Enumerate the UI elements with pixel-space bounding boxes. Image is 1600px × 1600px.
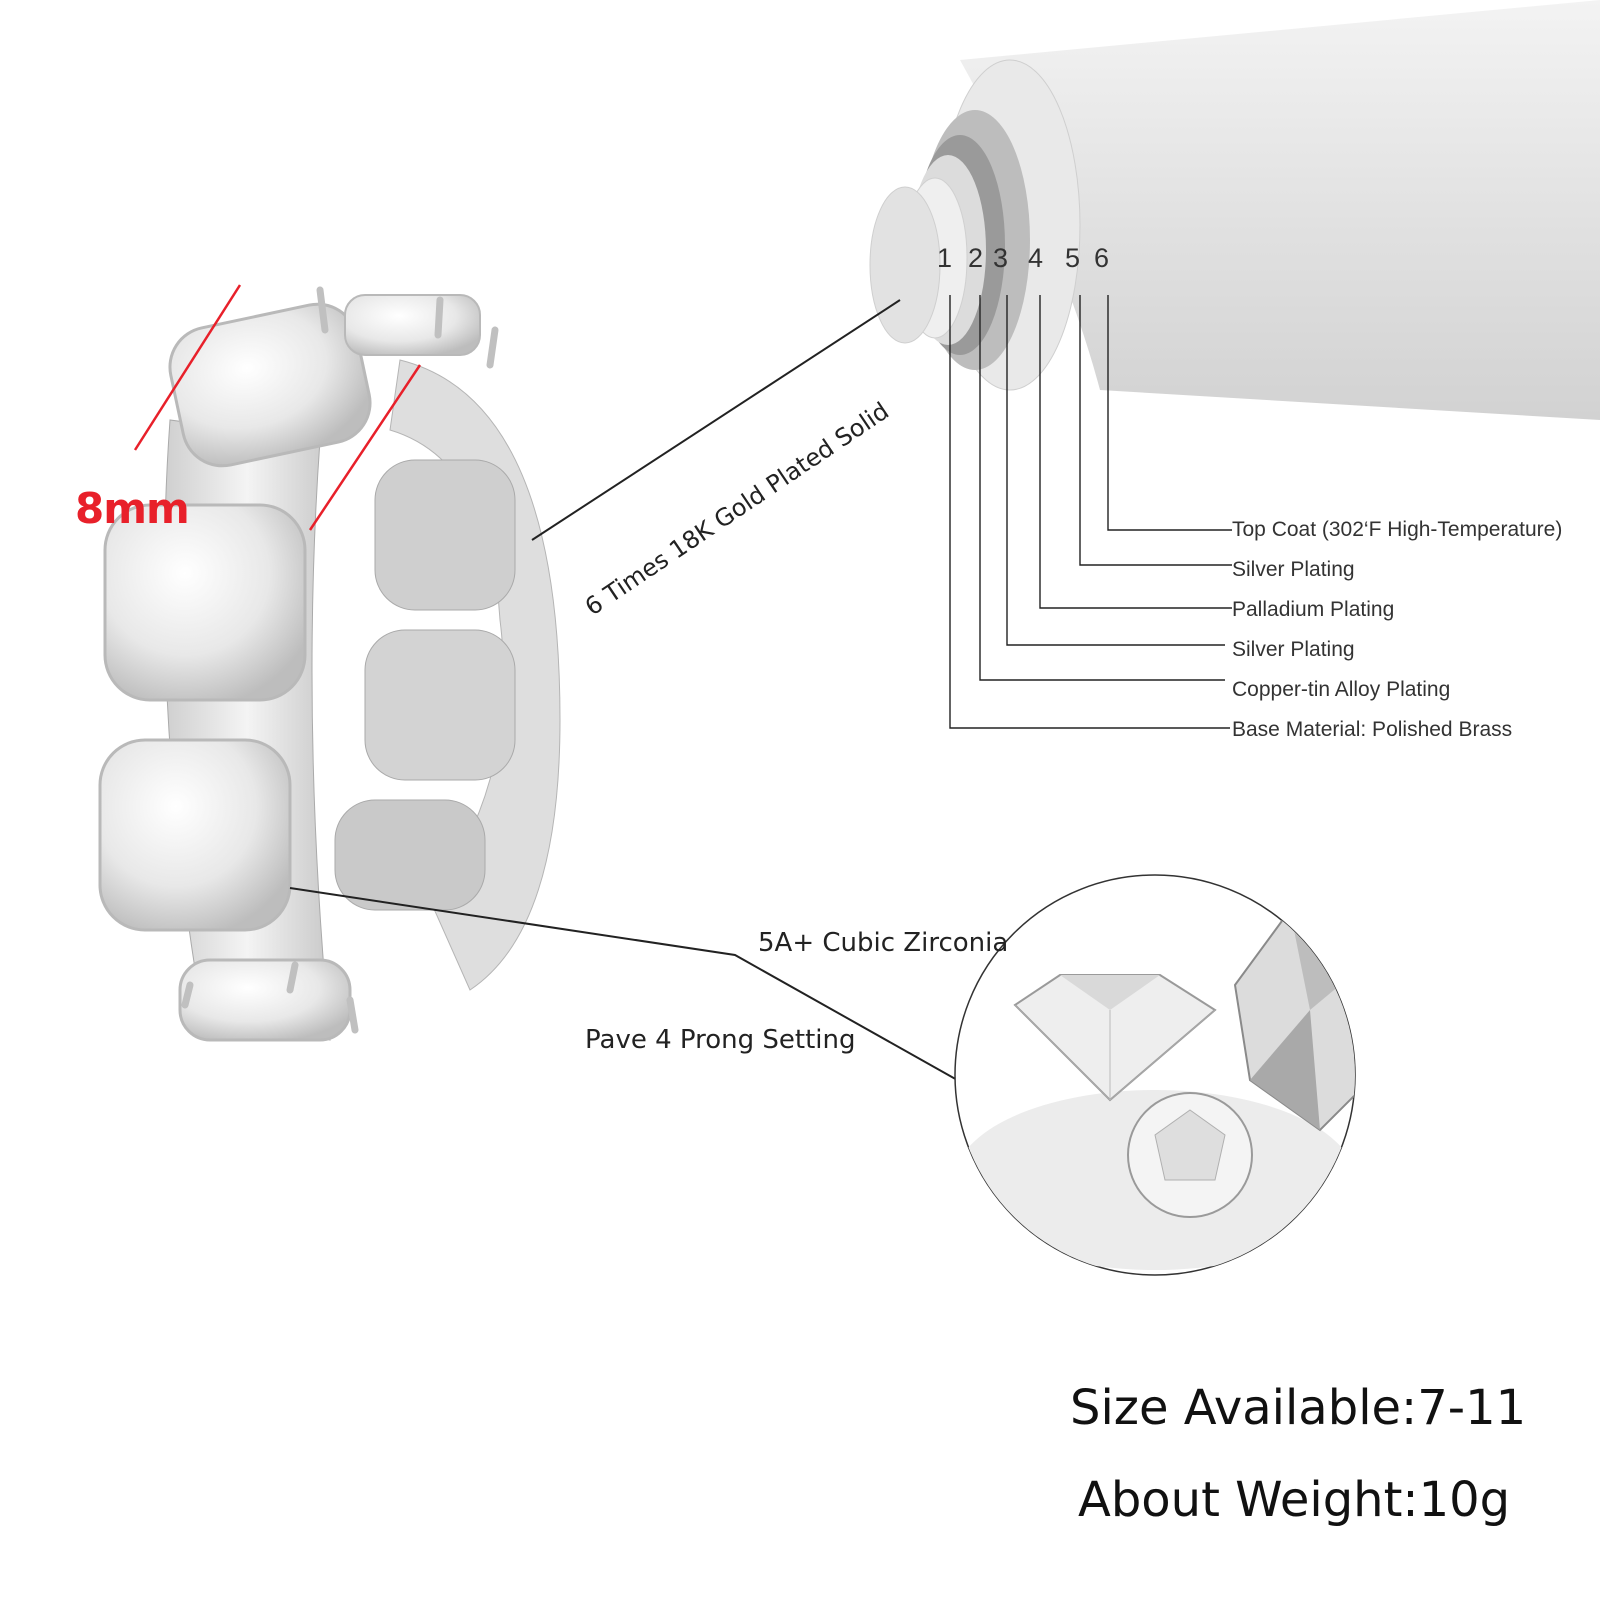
ring-width-label: 8mm — [75, 484, 190, 533]
layer-label-base-material: Base Material: Polished Brass — [1232, 718, 1513, 741]
stone-label: 5A+ Cubic Zirconia — [758, 928, 1009, 958]
layer-leader-lines — [949, 295, 1232, 729]
layer-label-copper-tin-alloy: Copper-tin Alloy Plating — [1232, 678, 1451, 701]
setting-label: Pave 4 Prong Setting — [585, 1025, 856, 1055]
cubic-zirconia-inset — [954, 874, 1356, 1276]
plating-pointer-line — [531, 299, 901, 541]
layer-number-1: 1 — [937, 243, 953, 273]
about-weight-text: About Weight:10g — [1078, 1472, 1511, 1528]
layer-number-2: 2 — [968, 243, 984, 273]
layer-number-4: 4 — [1028, 243, 1044, 273]
layer-number-5: 5 — [1065, 243, 1081, 273]
plating-layers-cylinder — [869, 0, 1600, 420]
ring-illustration — [98, 286, 561, 1042]
layer-label-palladium-plating: Palladium Plating — [1232, 598, 1395, 621]
layer-number-3: 3 — [993, 243, 1009, 273]
layer-label-silver-plating-inner: Silver Plating — [1232, 638, 1355, 661]
layer-label-top-coat: Top Coat (302‘F High-Temperature) — [1232, 518, 1563, 541]
stone-pointer-line — [289, 887, 976, 1091]
size-available-text: Size Available:7-11 — [1070, 1380, 1527, 1436]
layer-number-6: 6 — [1094, 243, 1110, 273]
layer-label-silver-plating-outer: Silver Plating — [1232, 558, 1355, 581]
width-dimension-lines — [133, 284, 422, 531]
